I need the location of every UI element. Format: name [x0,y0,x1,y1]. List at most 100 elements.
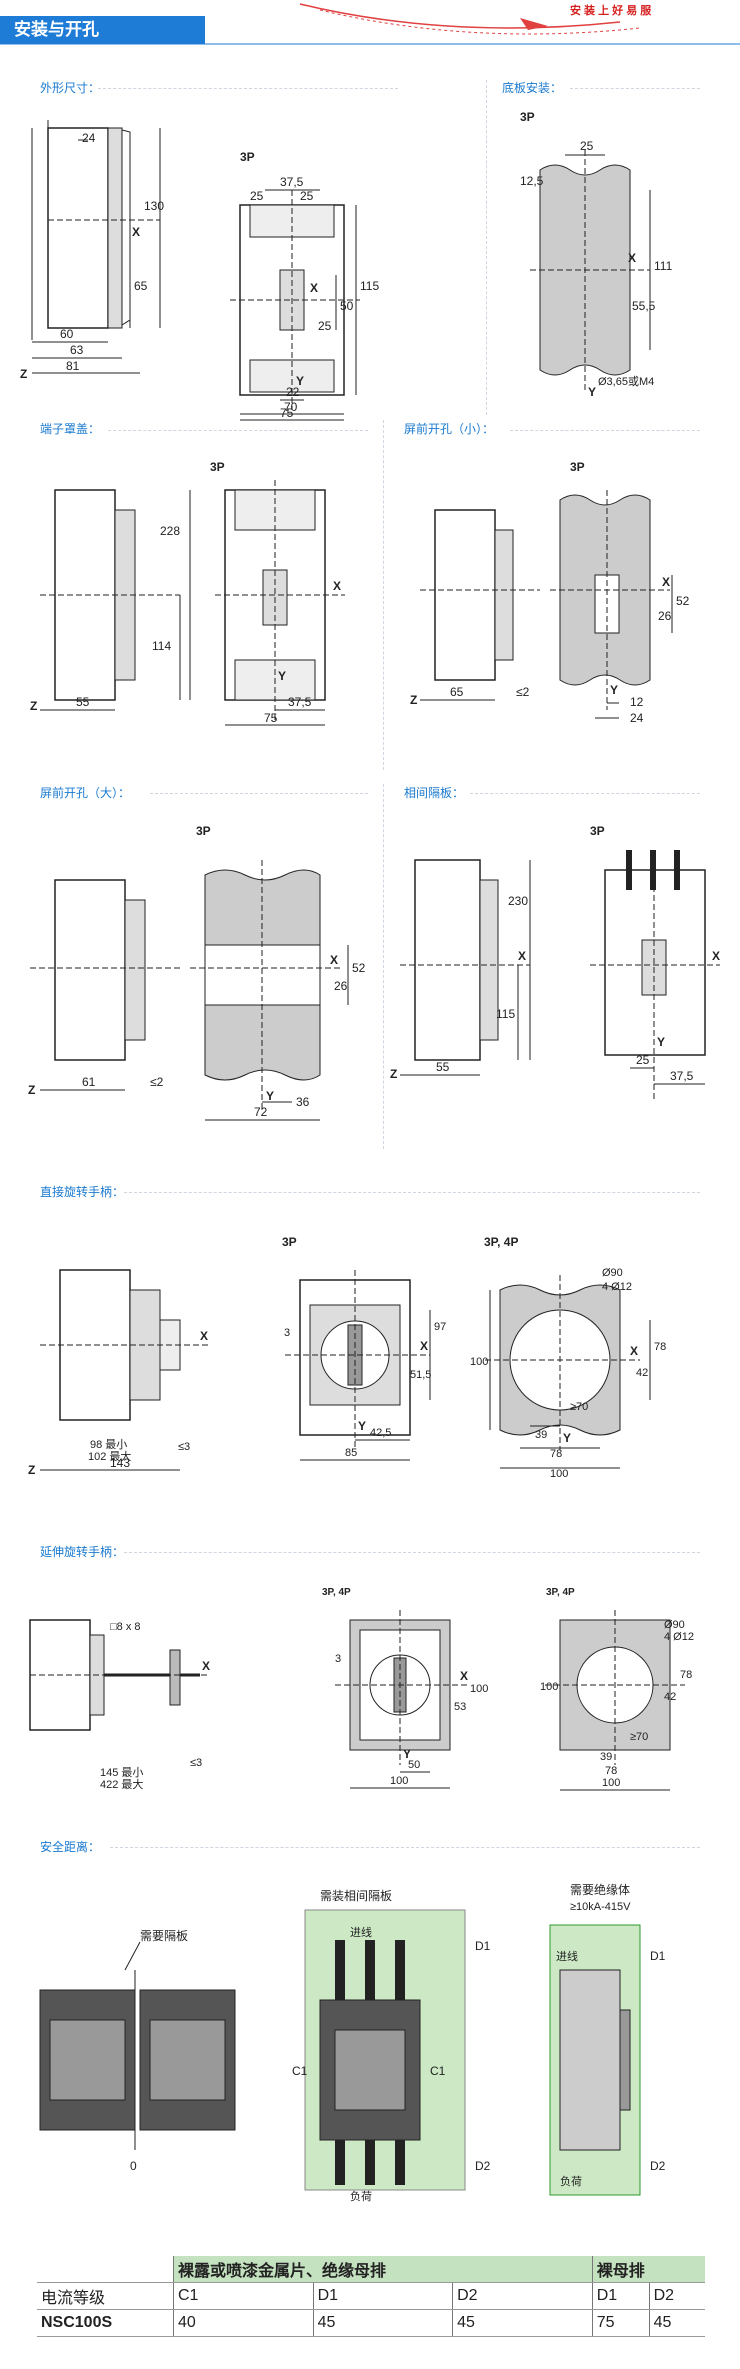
svg-text:52: 52 [676,594,690,608]
svg-text:X: X [132,225,140,239]
svg-text:Y: Y [657,1035,665,1049]
svg-text:≤2: ≤2 [516,685,530,699]
svg-text:78: 78 [654,1341,666,1353]
svg-text:39: 39 [600,1751,612,1763]
section-phase-barrier: 相间隔板： [404,786,465,800]
svg-text:50: 50 [408,1759,420,1771]
svg-text:D1: D1 [475,1939,491,1953]
svg-text:37,5: 37,5 [288,695,312,709]
svg-text:X: X [712,949,720,963]
section-safety: 安全距离： [40,1840,101,1854]
page-header: 安装与开孔 安 装 上 好 易 服 [0,0,740,64]
svg-text:42: 42 [664,1691,676,1703]
divider [110,1847,700,1848]
svg-text:C1: C1 [430,2064,446,2078]
pole-label-3p: 3P [210,460,225,474]
svg-text:X: X [628,251,636,265]
svg-text:X: X [518,949,526,963]
divider [510,430,700,431]
svg-text:70: 70 [284,400,298,414]
pole-label-3p4p: 3P, 4P [322,1587,351,1598]
svg-text:Y: Y [563,1431,571,1445]
svg-text:Y: Y [403,1747,411,1761]
divider [470,793,700,794]
svg-text:Y: Y [296,374,304,388]
divider [124,1192,700,1193]
table-col-header: C1 [173,2282,314,2310]
svg-text:3: 3 [284,1327,290,1339]
svg-text:81: 81 [66,359,80,373]
svg-text:25: 25 [580,139,594,153]
svg-text:Z: Z [28,1083,35,1097]
svg-text:D1: D1 [650,1949,666,1963]
table-cell: 75 [591,2309,650,2337]
table-corner [37,2256,174,2283]
svg-text:53: 53 [454,1701,466,1713]
table-col-header: D1 [591,2282,650,2310]
svg-text:25: 25 [636,1053,650,1067]
brand-logo: 安 装 上 好 易 服 [570,5,652,17]
svg-text:51,5: 51,5 [410,1369,431,1381]
svg-text:12,5: 12,5 [520,174,544,188]
svg-text:115: 115 [360,279,379,293]
svg-text:145 最小: 145 最小 [100,1766,143,1779]
svg-text:65: 65 [450,685,464,699]
svg-text:143: 143 [110,1456,130,1470]
svg-text:≤3: ≤3 [190,1757,202,1769]
direct-handle-views: X 98 最小 102 最大 ≤3 143 Z X Y 3 97 51,5 42… [28,1267,666,1480]
svg-text:26: 26 [658,609,672,623]
svg-text:□8 x 8: □8 x 8 [110,1621,141,1633]
pole-label-3p: 3P [520,110,535,124]
divider [383,784,384,1149]
svg-text:78: 78 [680,1669,692,1681]
svg-text:负荷: 负荷 [560,2174,582,2188]
svg-text:25: 25 [318,319,332,333]
svg-text:X: X [200,1329,208,1343]
svg-text:Ø90: Ø90 [664,1619,685,1631]
svg-text:39: 39 [535,1429,547,1441]
svg-text:100: 100 [602,1777,620,1789]
section-ext-handle: 延伸旋转手柄： [40,1545,125,1559]
divider [486,80,487,415]
svg-text:100: 100 [470,1356,488,1368]
svg-text:C1: C1 [292,2064,308,2078]
phase-barrier-views: 230 115 X 55 Z X Y 25 37,5 [390,850,720,1100]
section-terminal: 端子罩盖： [40,422,101,436]
svg-text:X: X [202,1659,210,1673]
svg-text:Y: Y [610,683,618,697]
svg-text:X: X [662,575,670,589]
table-model: NSC100S [37,2309,174,2337]
table-group-header: 裸母排 [591,2256,705,2283]
svg-text:50: 50 [340,299,354,313]
svg-text:42: 42 [636,1367,648,1379]
svg-text:Ø90: Ø90 [602,1267,623,1279]
svg-text:65: 65 [134,279,148,293]
svg-text:100: 100 [550,1468,568,1480]
svg-text:≥70: ≥70 [630,1731,648,1743]
svg-text:55: 55 [76,695,90,709]
svg-text:75: 75 [264,711,278,725]
svg-text:230: 230 [508,894,528,908]
svg-text:Z: Z [410,693,417,707]
table-cell: 45 [648,2309,705,2337]
svg-text:需要隔板: 需要隔板 [140,1929,188,1943]
svg-text:D2: D2 [475,2159,491,2173]
divider [570,88,700,89]
divider [150,793,368,794]
safety-distance-views: 需要隔板 0 需装相间隔板 进线 负荷 D1 D2 C1 C1 需要绝缘体 ≥1… [39,1882,666,2203]
header-curve-graphic [0,3,740,45]
svg-text:X: X [333,579,341,593]
svg-text:25: 25 [250,189,264,203]
pole-label-3p4p: 3P, 4P [484,1235,519,1249]
svg-text:102 最大: 102 最大 [88,1449,131,1463]
svg-text:55,5: 55,5 [632,299,656,313]
svg-text:Ø3,65或M4: Ø3,65或M4 [598,375,654,388]
svg-text:进线: 进线 [556,1949,578,1963]
svg-text:52: 52 [352,961,366,975]
svg-text:X: X [420,1339,428,1353]
svg-text:63: 63 [70,343,84,357]
svg-text:≤3: ≤3 [178,1441,190,1453]
pole-label-3p: 3P [570,460,585,474]
svg-text:12: 12 [630,695,644,709]
svg-text:0: 0 [130,2159,137,2173]
